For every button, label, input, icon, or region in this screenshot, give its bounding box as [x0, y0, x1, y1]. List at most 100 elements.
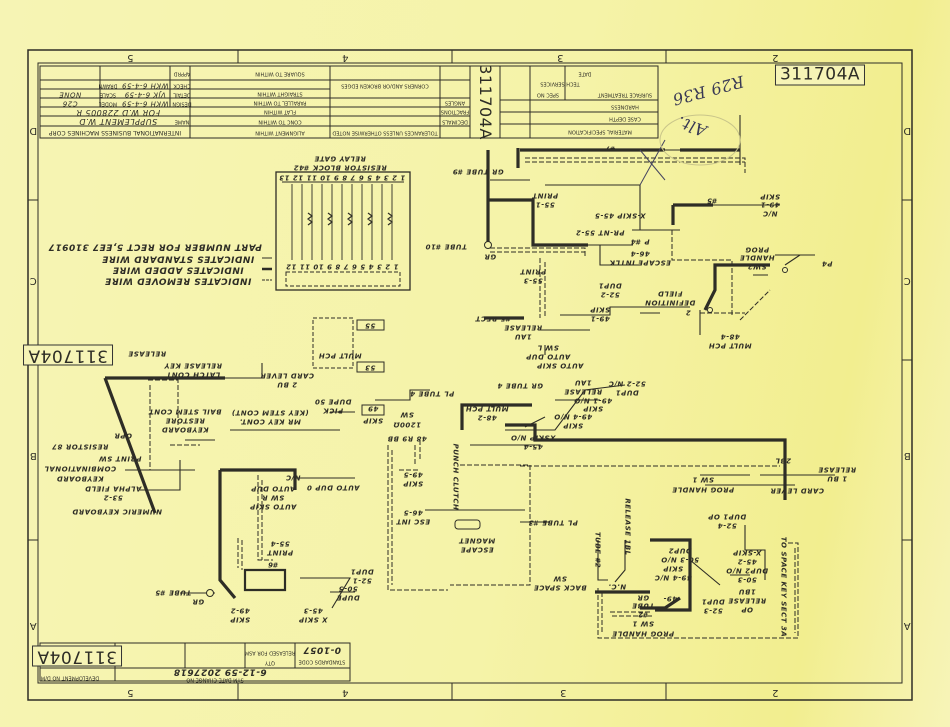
- wire-label: GR TUBE #9: [452, 167, 504, 176]
- wire-label: P #4: [630, 237, 650, 246]
- date-label: DATE: [578, 70, 592, 77]
- wire-label: CARD LEVER: [769, 486, 825, 495]
- wire-label: OPR: [114, 431, 132, 440]
- wire-label: 45-3: [303, 606, 323, 615]
- wire-label: RELEASE KEY: [164, 361, 222, 370]
- wire-label: GR: [636, 593, 650, 602]
- wire-label: 48 R9 BB: [387, 434, 427, 443]
- wire-label: 52-2 N/C: [608, 379, 646, 388]
- resistor-block-wires: [282, 181, 404, 260]
- wire-label: 52-1: [352, 576, 372, 585]
- scale-label: SCALE: [99, 91, 117, 98]
- wire-label: XSKIP N/O: [510, 433, 556, 442]
- wire-label: HANDLE: [739, 253, 775, 262]
- wire-label: PROG HANDLE: [611, 629, 675, 638]
- check-label: CHECK: [173, 82, 191, 89]
- wire-label: SKIP: [562, 421, 584, 430]
- wire-label: 2BL: [774, 456, 792, 465]
- grid-col-top-3: 3: [556, 52, 564, 63]
- wire-label: MAGNET: [458, 536, 496, 545]
- wire-label: RESISTOR 87: [51, 442, 109, 451]
- wire-label: 49-1: [590, 314, 610, 323]
- wire-label: CARD LEVER: [259, 371, 315, 380]
- inner-border: [37, 62, 903, 684]
- wire-label: DUP2 N/O: [725, 566, 769, 575]
- angles: ANGLES: [444, 99, 466, 106]
- surface-treatment: SURFACE TREATMENT: [597, 91, 653, 98]
- wire-label: PRINT: [519, 267, 547, 276]
- wire-label: GR: [191, 597, 205, 606]
- wire-label: SW: [400, 410, 414, 419]
- grid-col-bottom-5: 5: [126, 687, 134, 698]
- alignment: ALIGNMENT WITHIN: [255, 129, 305, 136]
- grid-col-top-4: 4: [341, 52, 349, 63]
- detail-value: VJK 6-4-59: [124, 90, 166, 99]
- wire-label: PICK: [322, 406, 344, 415]
- legend-lines: [262, 257, 272, 281]
- wire-label: PR-NT 55-2: [575, 228, 625, 237]
- design-value: WKH 6-4-59: [121, 99, 169, 108]
- wire-label: BACK SPACE: [533, 583, 587, 592]
- wire-label: RELEASE: [127, 349, 167, 358]
- detail-label: DETAIL: [173, 91, 191, 98]
- grid-row-right-d: D: [902, 125, 912, 136]
- part-number-vertical: 311704A: [476, 64, 495, 140]
- drawn-label: DRAWN: [98, 82, 118, 89]
- wire-label: 46-4: [630, 249, 650, 258]
- grid-row-right-a: A: [903, 620, 911, 631]
- wire-label: PRINT SW: [98, 454, 142, 463]
- legend-removed-wire: INDICATES REMOVED WIRE: [104, 275, 252, 286]
- handwritten-marks: [639, 114, 741, 186]
- part-number-bottom: 311704A: [31, 645, 123, 667]
- wire-label: DUP1 OP: [707, 512, 747, 521]
- wire-label: SW 1: [631, 619, 655, 628]
- wire-label: 46-5: [403, 508, 423, 517]
- wire-label: PRINT: [266, 548, 294, 557]
- sym-date-change-label: SYM DATE CHANGE NO: [186, 676, 244, 683]
- part-number-mid: 311704A: [22, 344, 114, 366]
- standards-code-value: 0-1057: [302, 644, 342, 655]
- wire-label: KEYBOARD: [56, 474, 104, 483]
- wire-label: N/C: [285, 473, 301, 482]
- wire-label: SW2: [747, 262, 767, 271]
- conc: CONC TO WITHIN: [258, 118, 302, 125]
- wire-label: 50-3 N/O: [660, 555, 700, 564]
- wire-label: #7: [604, 144, 616, 153]
- wire-label: SKIP: [402, 479, 424, 488]
- wire-label: DUPE 50: [314, 397, 352, 406]
- wire-label: GR: [483, 252, 497, 261]
- spec-no: SPEC NO: [536, 91, 560, 98]
- wire-label: 49-: [662, 594, 678, 603]
- wire-label: TO SPACE KEY SECT 3A: [779, 536, 788, 638]
- wire-label: 1BU: [738, 587, 756, 596]
- wire-label: SKIP: [362, 416, 384, 425]
- flat: FLAT WITHIN: [264, 108, 296, 115]
- design-label: DESIGN: [172, 100, 192, 107]
- wire-label: 2: [685, 308, 691, 317]
- wire-label: 55-3: [523, 276, 543, 285]
- wire-label: MULT PCH: [465, 404, 509, 413]
- wire-label: 52-2: [600, 290, 620, 299]
- wire-label: SKIP: [582, 404, 604, 413]
- title-block: [39, 65, 659, 139]
- wire-label: N/C: [762, 209, 778, 218]
- wire-label: AUTO DUP: [250, 484, 296, 493]
- wire-label: X-SKIP 45-5: [594, 211, 646, 220]
- wire-label: SKIP: [662, 564, 684, 573]
- wire-label: AUTO DUP: [525, 352, 571, 361]
- tolerances: TOLERANCES UNLESS OTHERWISE NOTED: [332, 129, 438, 136]
- wire-label: TUBE #5: [154, 588, 192, 597]
- wire-label: 49-1 N/O: [573, 396, 613, 405]
- wire-label: LATCH CONT: [165, 370, 221, 379]
- scale-value: NONE: [58, 90, 82, 99]
- wire-label: MR KEY CONT.: [239, 417, 301, 426]
- wire-label: ESCAPE: [460, 545, 494, 554]
- wire-label: FIELD: [657, 289, 683, 298]
- wire-label: 1AU: [514, 332, 532, 341]
- wire-label: RELEASE: [503, 323, 543, 332]
- wire-label: KEYBOARD: [161, 425, 209, 434]
- wire-label: SKIP: [589, 305, 611, 314]
- development-label: DEVELOPMENT NO D/M: [40, 674, 100, 681]
- outer-border: [27, 49, 913, 701]
